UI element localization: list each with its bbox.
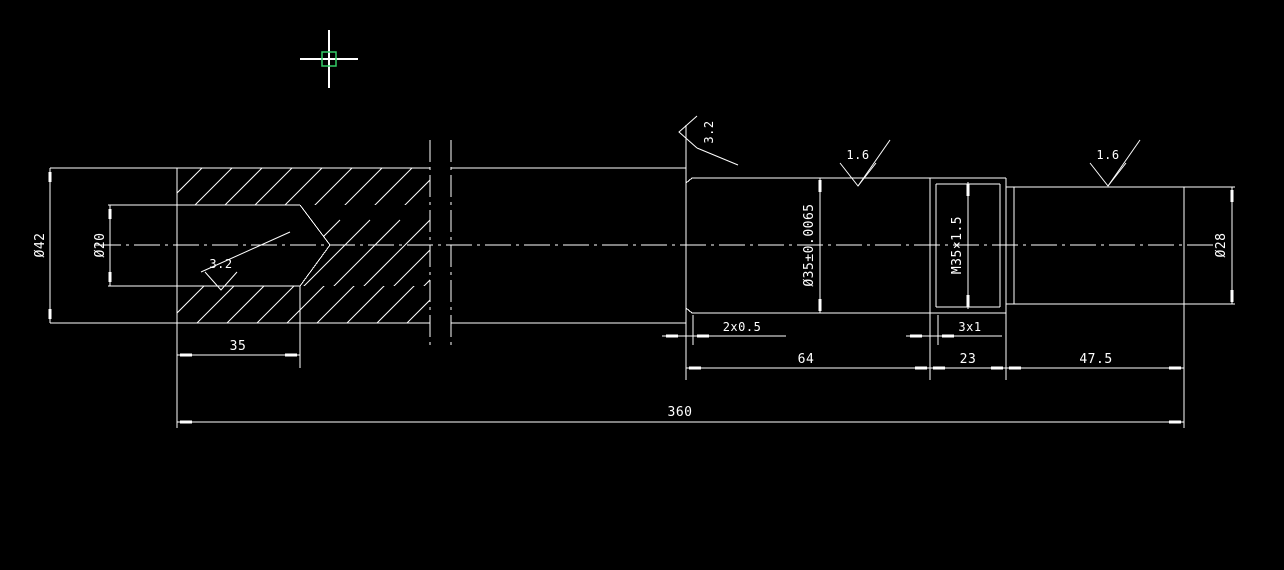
surface-finish-label-face: 3.2 (702, 120, 716, 143)
dim-length-64: 64 (685, 313, 931, 380)
dim-length-35: 35 (176, 286, 301, 368)
dim-label-length-23: 23 (960, 352, 977, 367)
dim-diameter-42: Ø42 (33, 167, 180, 324)
dim-thread-m35: M35×1.5 (950, 182, 970, 309)
dim-diameter-28: Ø28 (1182, 186, 1235, 305)
dim-length-47-5: 47.5 (1006, 304, 1185, 380)
dim-groove-3x1: 3x1 (906, 315, 1002, 345)
cursor-pickbox (321, 51, 337, 67)
break-lines (429, 140, 452, 350)
dim-length-360: 360 (176, 355, 1185, 428)
dim-diameter-35: Ø35±0.0065 (802, 178, 822, 313)
surface-finish-right-1-6: 1.6 (1089, 139, 1141, 187)
dim-length-23: 23 (930, 313, 1007, 380)
surface-finish-bore-3-2: 3.2 (200, 231, 291, 291)
dim-label-length-360: 360 (668, 405, 693, 420)
dim-label-diameter-35: Ø35±0.0065 (802, 203, 817, 286)
surface-finish-mid-1-6: 1.6 (839, 139, 891, 187)
surface-finish-label-right: 1.6 (1096, 148, 1119, 162)
section-hatching (109, 168, 430, 323)
dim-chamfer-2x05: 2x0.5 (662, 315, 786, 345)
surface-finish-label-mid: 1.6 (846, 148, 869, 162)
dim-label-diameter-20: Ø20 (93, 233, 108, 258)
dim-label-length-47-5: 47.5 (1079, 352, 1112, 367)
surface-finish-face-3-2: 3.2 (678, 115, 739, 170)
dim-label-thread-m35: M35×1.5 (950, 216, 965, 274)
dim-label-length-64: 64 (798, 352, 815, 367)
surface-finish-label-bore: 3.2 (209, 257, 232, 271)
dim-label-chamfer: 2x0.5 (723, 320, 762, 334)
dim-label-diameter-28: Ø28 (1214, 233, 1229, 258)
dim-label-length-35: 35 (230, 339, 247, 354)
dim-label-groove: 3x1 (958, 320, 981, 334)
dim-diameter-20: Ø20 (93, 204, 112, 287)
crosshair-cursor[interactable] (300, 30, 358, 88)
dim-label-diameter-42: Ø42 (33, 233, 48, 258)
